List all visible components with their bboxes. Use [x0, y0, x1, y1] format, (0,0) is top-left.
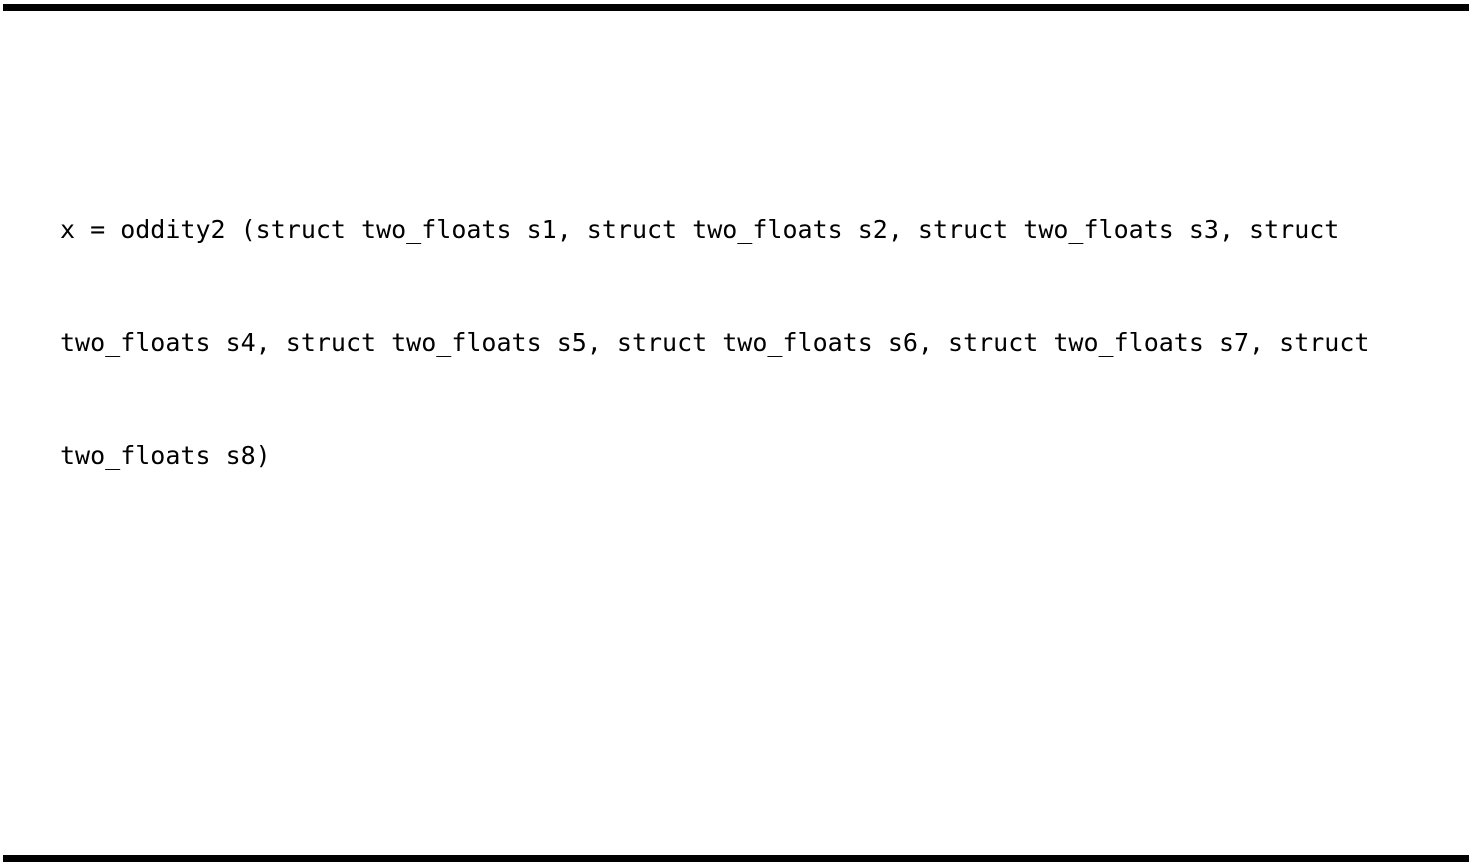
top-rule [3, 4, 1469, 11]
figure-content: x = oddity2 (struct two_floats s1, struc… [60, 23, 1452, 866]
code-line: two_floats s4, struct two_floats s5, str… [60, 328, 1370, 358]
code-line: two_floats s8) [60, 441, 271, 471]
blank-line [60, 663, 1452, 701]
bottom-rule [3, 855, 1469, 862]
function-signature: x = oddity2 (struct two_floats s1, struc… [60, 136, 1452, 550]
code-line: x = oddity2 (struct two_floats s1, struc… [60, 215, 1340, 245]
